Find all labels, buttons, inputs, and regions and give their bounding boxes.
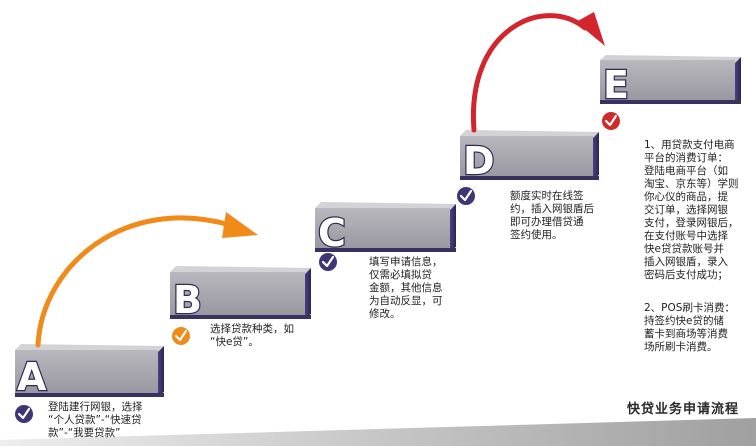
ground-shadow: [0, 418, 756, 446]
step-a-letter: A: [17, 355, 47, 399]
step-d-letter: D: [463, 139, 495, 183]
step-e-letter: E: [603, 63, 629, 107]
diagram-caption: 快贷业务申请流程: [626, 402, 739, 417]
step-e-text: 1、用贷款支付电商 平台的消费订单： 登陆电商平台（如 淘宝、京东等）学则 你心…: [644, 126, 754, 367]
step-b-bar: B: [170, 266, 311, 323]
step-c-letter: C: [318, 211, 346, 255]
step-c-bar: C: [315, 202, 456, 256]
curved-arrow-icon: [470, 12, 605, 133]
step-d-text: 额度实时在线签 约，插入网银盾后 即可办理借贷通 签约使用。: [510, 190, 594, 241]
step-b-text: 选择贷款种类，如 “快e贷”。: [210, 323, 294, 348]
step-e-note-1: 1、用贷款支付电商 平台的消费订单： 登陆电商平台（如 淘宝、京东等）学则 你心…: [644, 139, 739, 281]
step-a-bar: A: [15, 344, 164, 400]
check-circle-icon: [602, 112, 620, 130]
check-circle-icon: [15, 405, 33, 423]
check-circle-icon: [172, 327, 190, 345]
step-e-bar: E: [600, 55, 741, 108]
step-e-note-2: 2、POS刷卡消费： 持签约快e贷的储 蓄卡到商场等消费 场所刷卡消费。: [644, 302, 735, 353]
step-d-bar: D: [460, 130, 599, 184]
step-a-text: 登陆建行网银，选择 “个人贷款”-“快速贷 款”-“我要贷款”: [48, 401, 143, 439]
step-c-text: 填写申请信息， 仅需必填拟贷 金额，其他信息 为自动反显，可 修改。: [369, 256, 443, 320]
curved-arrow-icon: [35, 212, 258, 348]
step-b-letter: B: [173, 278, 202, 322]
check-circle-icon: [319, 253, 337, 271]
check-circle-icon: [457, 187, 475, 205]
